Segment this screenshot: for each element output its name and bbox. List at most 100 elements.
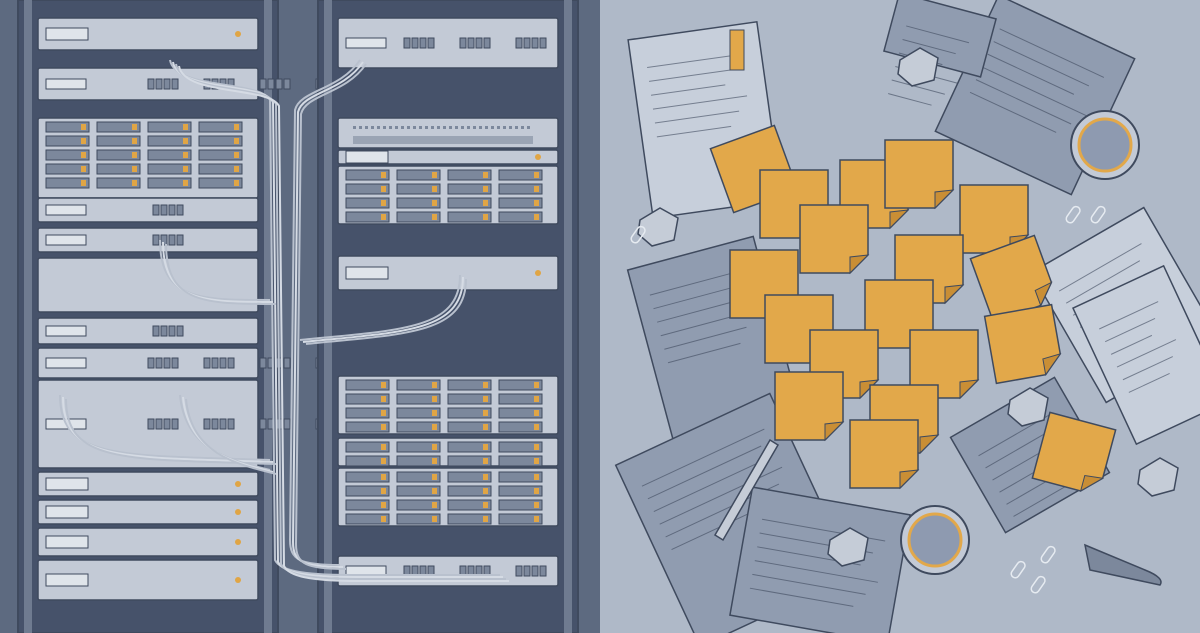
text-line (985, 430, 1051, 469)
port (171, 78, 179, 90)
sticky-note (774, 371, 845, 442)
drive-bay (498, 393, 543, 405)
drive-bay (345, 393, 390, 405)
unit-label (45, 325, 87, 337)
drive-bay (345, 499, 390, 511)
drive-led (534, 488, 539, 494)
rack-unit-server (37, 471, 259, 497)
port (155, 418, 163, 430)
rack-unit-blank (37, 257, 259, 313)
drive-led (132, 138, 137, 144)
drive-led (234, 166, 239, 172)
unit-label (45, 505, 89, 519)
drive-led (483, 172, 488, 178)
unit-label (345, 37, 387, 49)
drive-bay (447, 169, 492, 181)
rack-unit-storage (337, 375, 559, 435)
vent-hole (467, 126, 470, 129)
drive-led (234, 138, 239, 144)
drive-bay (198, 177, 243, 189)
drive-led (534, 458, 539, 464)
drive-bay (45, 177, 90, 189)
drive-bay (447, 393, 492, 405)
port (523, 37, 531, 49)
port (219, 357, 227, 369)
sticky-note (884, 139, 955, 210)
drive-led (81, 180, 86, 186)
vent-hole (515, 126, 518, 129)
status-led (235, 481, 241, 487)
drive-bay (447, 441, 492, 453)
drive-bay (447, 183, 492, 195)
drive-led (183, 138, 188, 144)
port (203, 357, 211, 369)
text-line (656, 302, 730, 323)
sticky-note (909, 329, 980, 400)
drive-bay (45, 149, 90, 161)
port (160, 325, 168, 337)
vent-hole (449, 126, 452, 129)
rack-unit-storage (337, 165, 559, 225)
port (152, 325, 160, 337)
drive-bay (345, 485, 390, 497)
vent-hole (389, 126, 392, 129)
port (259, 418, 267, 430)
stapler-icon (1083, 543, 1162, 586)
status-led (235, 31, 241, 37)
rack-unit-storage (337, 467, 559, 527)
cable (59, 394, 271, 461)
drive-bay (498, 485, 543, 497)
drive-led (432, 410, 437, 416)
unit-face (37, 197, 259, 223)
drive-led (234, 152, 239, 158)
port (155, 357, 163, 369)
vent-hole (443, 126, 446, 129)
unit-label (45, 535, 89, 549)
unit-face (337, 17, 559, 69)
drive-led (483, 474, 488, 480)
drive-bay (498, 513, 543, 525)
drive-led (381, 186, 386, 192)
drive-bay (396, 197, 441, 209)
drive-led (483, 382, 488, 388)
port (539, 565, 547, 577)
vent-hole (431, 126, 434, 129)
status-led (235, 577, 241, 583)
port (152, 204, 160, 216)
unit-face (37, 317, 259, 345)
drive-led (432, 172, 437, 178)
paperclip-icon (1010, 560, 1026, 579)
drive-bay (498, 169, 543, 181)
port (147, 357, 155, 369)
drive-bay (396, 499, 441, 511)
port (171, 418, 179, 430)
paperclip-icon (1065, 205, 1081, 224)
drive-led (432, 502, 437, 508)
drive-led (483, 214, 488, 220)
paperclip-icon (1030, 575, 1046, 594)
drive-led (483, 200, 488, 206)
text-line (649, 69, 734, 82)
drive-led (81, 138, 86, 144)
port (176, 204, 184, 216)
port (155, 78, 163, 90)
rack-unit-patch (37, 347, 347, 379)
cable (185, 398, 277, 475)
drive-bay (498, 379, 543, 391)
drive-bay (447, 499, 492, 511)
port (147, 78, 155, 90)
unit-face (337, 255, 559, 291)
drive-bay (96, 135, 141, 147)
drive-led (183, 124, 188, 130)
unit-face (37, 257, 259, 313)
drive-bay (396, 379, 441, 391)
rack-rail (24, 0, 32, 633)
drive-bay (345, 513, 390, 525)
drive-led (132, 124, 137, 130)
drive-led (381, 172, 386, 178)
drive-bay (96, 163, 141, 175)
sticky-note (799, 204, 870, 275)
note-curl (1034, 281, 1053, 307)
cable (172, 61, 503, 578)
status-led (535, 270, 541, 276)
